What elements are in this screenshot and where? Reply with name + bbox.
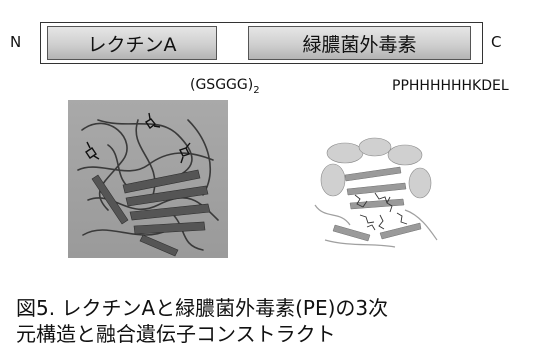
- c-terminus-label: C: [491, 33, 502, 51]
- c-terminal-tag-segment: [471, 26, 482, 60]
- linker-segment: [217, 26, 248, 60]
- pseudomonas-exotoxin-domain: 緑膿菌外毒素: [248, 26, 471, 60]
- figure-caption: 図5. レクチンAと緑膿菌外毒素(PE)の3次 元構造と融合遺伝子コンストラクト: [16, 295, 526, 347]
- caption-line-2: 元構造と融合遺伝子コンストラクト: [16, 322, 336, 346]
- caption-line-1: 図5. レクチンAと緑膿菌外毒素(PE)の3次: [16, 296, 389, 320]
- n-terminus-label: N: [10, 33, 22, 51]
- c-terminal-tag-label: PPHHHHHHKDEL: [392, 78, 509, 94]
- linker-sequence-text: (GSGGG): [190, 77, 254, 93]
- linker-repeat-count: 2: [253, 84, 260, 96]
- lectin-a-structure-image: [68, 100, 228, 258]
- linker-sequence-label: (GSGGG)2: [190, 76, 260, 100]
- lectin-a-domain: レクチンA: [47, 26, 217, 60]
- pseudomonas-exotoxin-structure-image: [314, 137, 438, 248]
- fusion-construct-bar: レクチンA 緑膿菌外毒素: [40, 22, 483, 64]
